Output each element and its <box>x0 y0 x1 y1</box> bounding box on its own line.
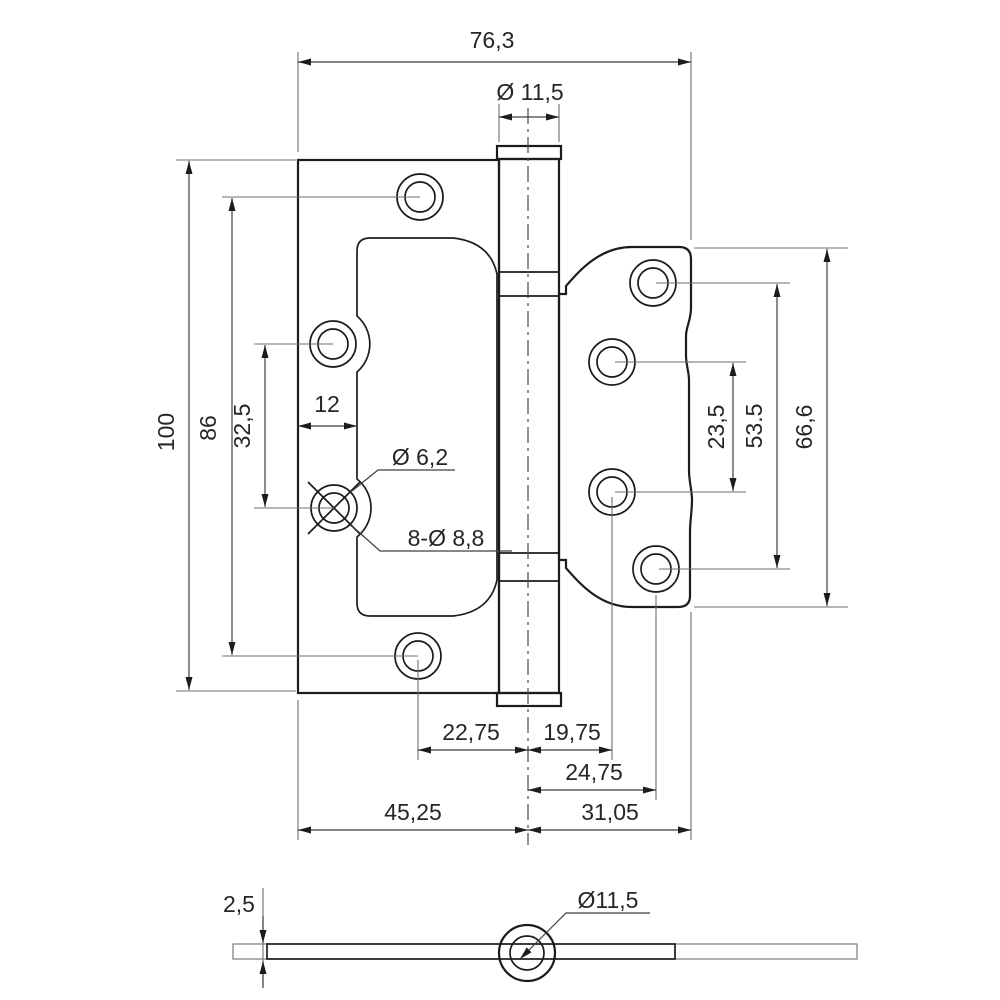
barrel-body <box>497 157 561 695</box>
bottom-view-plate <box>232 943 858 960</box>
dim-label-holes-count: 8-Ø 8,8 <box>408 525 485 551</box>
dim-width-total: 76,3 <box>297 27 692 240</box>
dim-bottom-row-3: 45,25 31,05 <box>297 612 692 840</box>
dim-bottom-row-2: 24,75 <box>528 595 657 800</box>
barrel-top-cap <box>495 144 563 161</box>
dim-holes-gap-left: 32,5 <box>229 343 334 509</box>
dim-bottom-row-1: 22,75 19,75 <box>417 497 613 760</box>
dim-holes-gap-right: 23,5 <box>615 361 746 493</box>
dim-label-hole-to-axis-left: 22,75 <box>442 719 500 745</box>
leader-line <box>351 469 455 492</box>
dim-label-axis-to-hole-right-inner: 19,75 <box>543 719 601 745</box>
dim-holes-span-left: 86 <box>195 196 420 657</box>
right-leaf-outline <box>557 245 694 609</box>
dim-pin-diameter-top: Ø 11,5 <box>496 79 564 142</box>
dim-label-pin-diameter-bottom: Ø11,5 <box>578 887 639 913</box>
dim-label-width-total: 76,3 <box>470 27 515 53</box>
dim-plate-thickness: 2,5 <box>223 888 267 988</box>
leader-pin-diameter-bottom: Ø11,5 <box>519 887 650 960</box>
dim-label-holes-gap-left: 32,5 <box>229 404 255 449</box>
barrel <box>495 108 563 845</box>
bottom-view: 2,5 Ø11,5 <box>223 887 858 988</box>
bottom-view-pin-hole <box>509 935 545 971</box>
dim-label-leaf-width-left: 45,25 <box>384 799 442 825</box>
dim-label-holes-span-right: 53.5 <box>741 404 767 449</box>
dim-label-axis-to-hole-right-outer: 24,75 <box>565 759 623 785</box>
dim-label-holes-span-left: 86 <box>195 415 221 441</box>
right-leaf-holes <box>588 259 680 593</box>
dim-label-holes-gap-right: 23,5 <box>703 405 729 450</box>
dim-label-inset-left: 12 <box>314 391 340 417</box>
dim-label-hole-small: Ø 6,2 <box>392 444 448 470</box>
leader-line <box>351 525 512 552</box>
dim-height-total: 100 <box>153 159 296 692</box>
dim-holes-span-right: 53.5 <box>656 282 790 570</box>
dim-leaf-height-right: 66,6 <box>694 247 848 608</box>
dim-label-leaf-height-right: 66,6 <box>791 405 817 450</box>
dim-inset-left: 12 <box>298 391 357 430</box>
leader-holes-count: 8-Ø 8,8 <box>351 525 512 552</box>
leader-line <box>519 912 650 960</box>
barrel-bottom-cap <box>495 691 563 708</box>
left-leaf-inner-contour <box>356 237 498 617</box>
dim-label-pin-diameter-top: Ø 11,5 <box>496 79 563 105</box>
dim-label-height-total: 100 <box>153 413 179 451</box>
leader-hole-small: Ø 6,2 <box>351 444 455 492</box>
dim-label-leaf-width-right: 31,05 <box>581 799 639 825</box>
bottom-view-front-leaf <box>266 943 676 960</box>
main-view <box>296 108 694 845</box>
dim-label-plate-thickness: 2,5 <box>223 891 255 917</box>
bottom-view-barrel-outer <box>497 923 557 983</box>
dimensions: 76,3 Ø 11,5 100 86 32,5 <box>153 27 848 840</box>
